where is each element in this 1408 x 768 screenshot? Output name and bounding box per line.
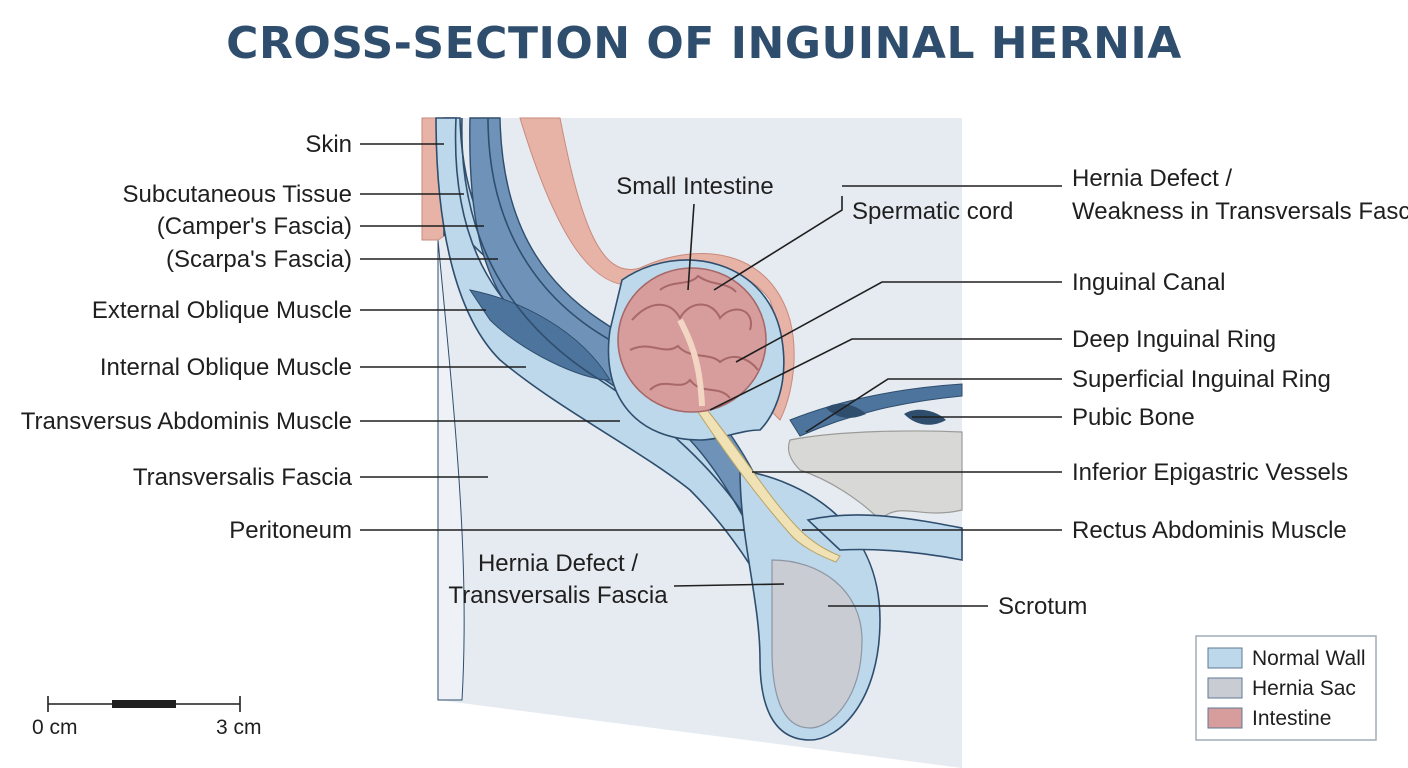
legend: Normal Wall Hernia Sac Intestine [1195,635,1377,741]
label-transversus-abdominis: Transversus Abdominis Muscle [21,408,352,435]
spermatic-cord-shape [697,405,841,563]
rectus-region [806,514,963,561]
label-inguinal-canal: Inguinal Canal [1072,269,1225,296]
legend-label-hernia-sac: Hernia Sac [1252,677,1356,700]
diagram-title: CROSS-SECTION OF INGUINAL HERNIA [226,18,1182,69]
label-hernia-defect-weakness-2: Weakness in Transversals Fascia [1072,198,1408,225]
deep-ring-nodule-1 [826,403,866,418]
leader-superficial-inguinal-ring [805,378,1062,433]
label-small-intestine: Small Intestine [616,173,773,200]
label-skin: Skin [305,131,352,158]
label-rectus-abdominis: Rectus Abdominis Muscle [1072,517,1347,544]
label-hernia-defect-line1: Hernia Defect / [478,550,638,577]
superficial-ring-ligament [789,383,963,437]
scale-bar-end-label: 3 cm [216,716,262,739]
leader-spermatic-cord [713,196,843,291]
legend-swatch-hernia-sac [1207,677,1243,699]
leader-inguinal-canal [735,281,1062,363]
pubic-bone-shape [787,430,963,521]
legend-label-intestine: Intestine [1252,707,1331,730]
label-inferior-epigastric: Inferior Epigastric Vessels [1072,459,1348,486]
scale-bar: 0 cm 3 cm [32,696,262,739]
lower-body-region [437,239,465,701]
leader-hernia-defect [673,583,785,587]
label-transversalis-fascia: Transversalis Fascia [133,464,353,491]
legend-swatch-normal-wall [1207,647,1243,669]
label-scarpas-fascia: (Scarpa's Fascia) [166,246,352,273]
label-hernia-defect-weakness-1: Hernia Defect / [1072,165,1232,192]
label-external-oblique: External Oblique Muscle [92,297,352,324]
label-hernia-defect-line2: Transversalis Fascia [448,582,668,609]
left-labels: Skin Subcutaneous Tissue (Camper's Fasci… [21,131,744,544]
legend-swatch-intestine [1207,707,1243,729]
scale-bar-segment [112,700,176,708]
hernia-sac-shape [771,559,863,729]
label-pubic-bone: Pubic Bone [1072,404,1195,431]
label-internal-oblique: Internal Oblique Muscle [100,354,352,381]
leader-deep-inguinal-ring [709,338,1062,411]
label-peritoneum: Peritoneum [229,517,352,544]
leader-small-intestine [687,203,695,291]
legend-label-normal-wall: Normal Wall [1252,647,1366,670]
label-subcutaneous-tissue: Subcutaneous Tissue [123,181,353,208]
label-superficial-inguinal-ring: Superficial Inguinal Ring [1072,366,1331,393]
label-spermatic-cord: Spermatic cord [852,198,1013,225]
label-scrotum: Scrotum [998,593,1087,620]
right-labels: Hernia Defect / Weakness in Transversals… [709,165,1408,544]
small-intestine-shape [617,267,767,413]
label-campers-fascia: (Camper's Fascia) [157,213,352,240]
scale-bar-start-label: 0 cm [32,716,78,739]
label-deep-inguinal-ring: Deep Inguinal Ring [1072,326,1276,353]
inner-labels: Small Intestine Spermatic cord Hernia De… [448,173,1087,620]
